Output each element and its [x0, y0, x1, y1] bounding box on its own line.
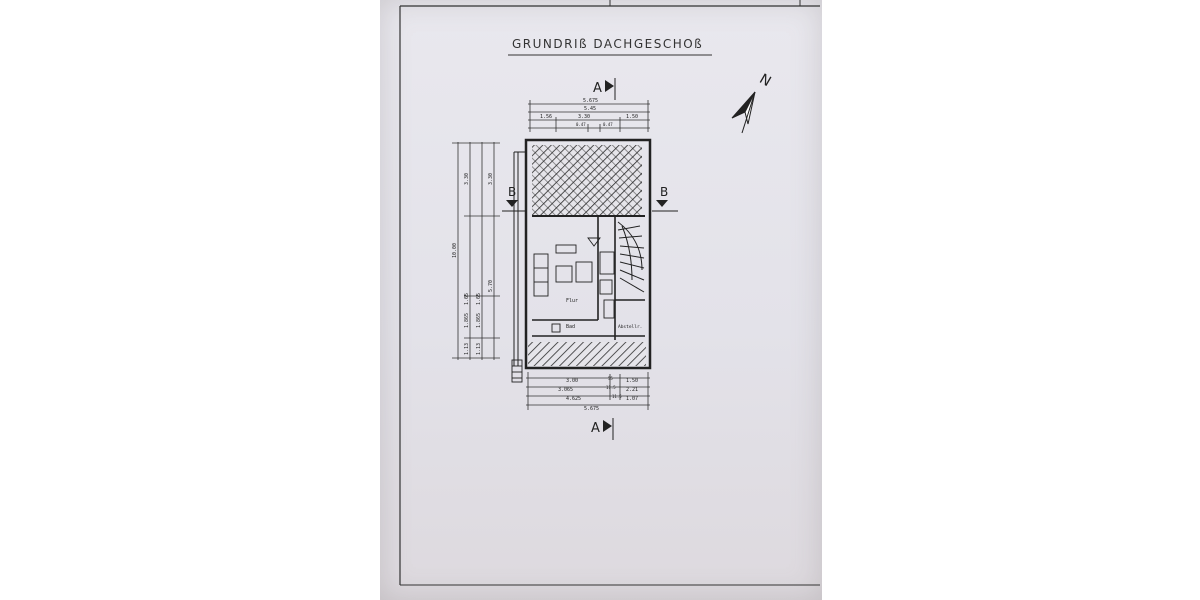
- dim-left-1: 3.30: [464, 173, 470, 185]
- dim-top-1: 5.675: [583, 98, 598, 104]
- dim-bottom-7: 4.625: [566, 396, 581, 402]
- dim-left-6: 1.865: [464, 313, 470, 328]
- dim-top-3: 1.56: [540, 114, 552, 120]
- staircase: [617, 221, 645, 293]
- dim-bottom-10: 5.675: [584, 406, 599, 412]
- dim-left-4: 5.70: [488, 280, 494, 292]
- dim-top-2: 5.45: [584, 106, 596, 112]
- room-label-flur: Flur: [566, 298, 578, 304]
- section-mark-b-right: B: [652, 185, 678, 212]
- svg-text:B: B: [660, 185, 668, 199]
- dim-bottom-9: 1.07: [626, 396, 638, 402]
- dim-top-6: 0.47: [576, 122, 586, 127]
- dim-left-9: 1.13: [464, 343, 470, 355]
- dim-left-2: 3.30: [488, 173, 494, 185]
- dim-bottom-6: 2.21: [626, 387, 638, 393]
- dim-bottom-2: 55: [608, 376, 613, 381]
- dimension-chain-left: [452, 142, 500, 360]
- dim-left-10: 1.13: [476, 343, 482, 355]
- dim-bottom-4: 3.065: [558, 387, 573, 393]
- dim-top-7: 0.47: [603, 122, 613, 127]
- dim-left-5: 1.65: [464, 293, 470, 305]
- dim-top-5: 1.50: [626, 114, 638, 120]
- dim-bottom-3: 1.50: [626, 378, 638, 384]
- building-outline: [513, 138, 652, 370]
- entrance-steps: [511, 359, 523, 383]
- svg-text:B: B: [508, 185, 516, 199]
- furniture: [533, 237, 615, 333]
- north-label: N: [757, 71, 774, 90]
- room-label-bad: Bad: [566, 324, 575, 330]
- dim-bottom-1: 3.00: [566, 378, 578, 384]
- section-mark-a-top: A: [593, 78, 616, 100]
- sheet-frame: [399, 0, 820, 586]
- dim-left-8: 1.865: [476, 313, 482, 328]
- room-label-abstellraum: Abstellr.: [618, 324, 642, 330]
- dim-left-7: 1.65: [476, 293, 482, 305]
- plan-title: GRUNDRIß DACHGESCHOß: [512, 37, 703, 51]
- dim-bottom-5: 11.5: [606, 385, 616, 390]
- dim-bottom-8: 11.5: [612, 394, 622, 399]
- north-arrow-icon: N: [731, 71, 774, 134]
- section-mark-a-bottom: A: [591, 418, 614, 440]
- dim-left-3: 10.00: [452, 243, 458, 258]
- svg-text:A: A: [591, 421, 600, 436]
- balcony-hatch: [528, 342, 646, 366]
- dimension-chain-top: [528, 100, 650, 132]
- dimension-chain-bottom: [526, 372, 650, 410]
- dim-top-4: 3.30: [578, 114, 590, 120]
- svg-text:A: A: [593, 81, 602, 96]
